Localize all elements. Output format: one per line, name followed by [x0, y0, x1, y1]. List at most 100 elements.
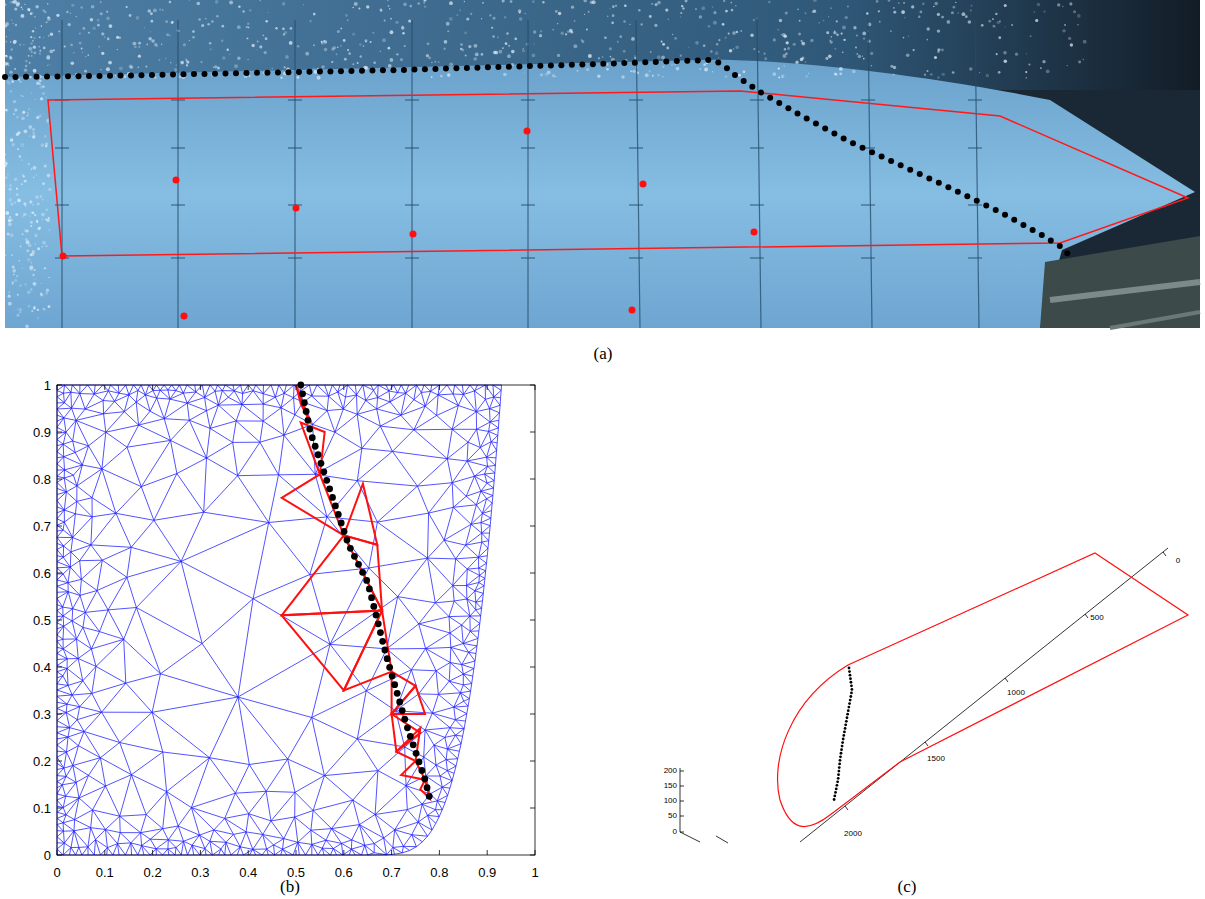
station-line [757, 20, 761, 328]
spray-texture [366, 5, 369, 8]
spray-texture [42, 218, 44, 220]
wave-profile-dot [836, 780, 839, 783]
spray-texture [46, 119, 49, 122]
wave-profile-dot [839, 755, 842, 758]
spray-texture [45, 96, 46, 97]
spray-texture [32, 40, 34, 42]
spray-texture [19, 260, 20, 261]
spray-texture [31, 262, 33, 264]
wave-profile-dot [838, 763, 841, 766]
spray-texture [674, 64, 675, 65]
spray-texture [10, 193, 11, 194]
wave-profile-dot [600, 61, 606, 67]
spray-texture [1026, 53, 1027, 54]
spray-texture [730, 2, 732, 4]
spray-texture [662, 43, 665, 46]
spray-texture [384, 20, 386, 22]
spray-texture [183, 43, 186, 46]
spray-texture [878, 10, 880, 12]
spray-texture [9, 30, 10, 31]
spray-texture [911, 5, 914, 8]
spray-texture [1030, 35, 1032, 37]
spray-texture [24, 68, 27, 71]
wave-profile-dot [379, 638, 386, 645]
spray-texture [45, 208, 48, 211]
spray-texture [104, 36, 106, 38]
spray-texture [227, 49, 229, 51]
spray-texture [941, 48, 944, 51]
spray-texture [561, 32, 564, 35]
spray-texture [21, 95, 23, 97]
red-marker [181, 313, 188, 320]
spray-texture [818, 22, 819, 23]
spray-texture [10, 219, 13, 222]
spray-texture [834, 73, 837, 76]
spray-texture [11, 254, 13, 256]
station-line [171, 204, 185, 205]
station-line [968, 204, 982, 205]
spray-texture [192, 30, 195, 33]
spray-texture [249, 75, 251, 77]
spray-texture [13, 269, 15, 271]
spray-texture [97, 24, 100, 27]
spray-texture [340, 45, 342, 47]
spray-texture [862, 55, 863, 56]
spray-texture [735, 46, 739, 50]
spray-texture [148, 37, 151, 40]
spray-texture [695, 41, 699, 45]
spray-texture [732, 31, 736, 35]
spray-texture [36, 221, 38, 223]
spray-texture [718, 39, 720, 41]
wave-profile-dot [326, 485, 333, 492]
tick-label: 200 [664, 767, 677, 775]
spray-texture [602, 56, 604, 58]
spray-texture [586, 68, 589, 71]
spray-texture [942, 73, 945, 76]
tick-label: 1 [530, 866, 539, 879]
spray-texture [7, 232, 10, 235]
red-marker [173, 177, 180, 184]
spray-texture [84, 70, 87, 73]
spray-texture [214, 65, 217, 68]
spray-texture [839, 67, 843, 71]
spray-texture [262, 34, 264, 36]
spray-texture [387, 0, 388, 1]
wave-profile-dot [813, 121, 819, 127]
spray-texture [582, 40, 585, 43]
spray-texture [505, 42, 508, 45]
spray-texture [870, 52, 873, 55]
wave-profile-dot [373, 612, 380, 619]
spray-texture [138, 55, 141, 58]
station-line [294, 20, 295, 328]
wave-profile-dot [464, 65, 470, 71]
station-line [750, 147, 764, 148]
tick-label: 2000 [844, 830, 862, 838]
spray-texture [1043, 10, 1045, 12]
wave-profile-dot [2, 57, 1070, 256]
spray-texture [623, 50, 626, 53]
spray-texture [703, 63, 706, 66]
spray-texture [781, 75, 785, 79]
wave-profile-dot [75, 73, 81, 79]
dock-pipe [1050, 282, 1200, 300]
station-line [55, 147, 69, 148]
spray-texture [200, 61, 202, 63]
spray-texture [331, 61, 333, 63]
wave-profile-dot [303, 408, 310, 415]
spray-texture [676, 67, 680, 71]
spray-texture [97, 18, 100, 21]
tick-label: 0.8 [429, 866, 449, 879]
spray-texture [5, 22, 9, 26]
spray-texture [44, 164, 47, 167]
spray-texture [13, 100, 16, 103]
spray-texture [912, 49, 914, 51]
spray-texture [30, 36, 32, 38]
spray-texture [5, 176, 8, 179]
tick-label: 0 [673, 828, 677, 836]
spray-texture [28, 305, 31, 308]
spray-texture [555, 10, 558, 13]
spray-texture [90, 18, 94, 22]
spray-texture [657, 1, 661, 5]
spray-texture [662, 76, 663, 77]
spray-texture [222, 56, 226, 60]
